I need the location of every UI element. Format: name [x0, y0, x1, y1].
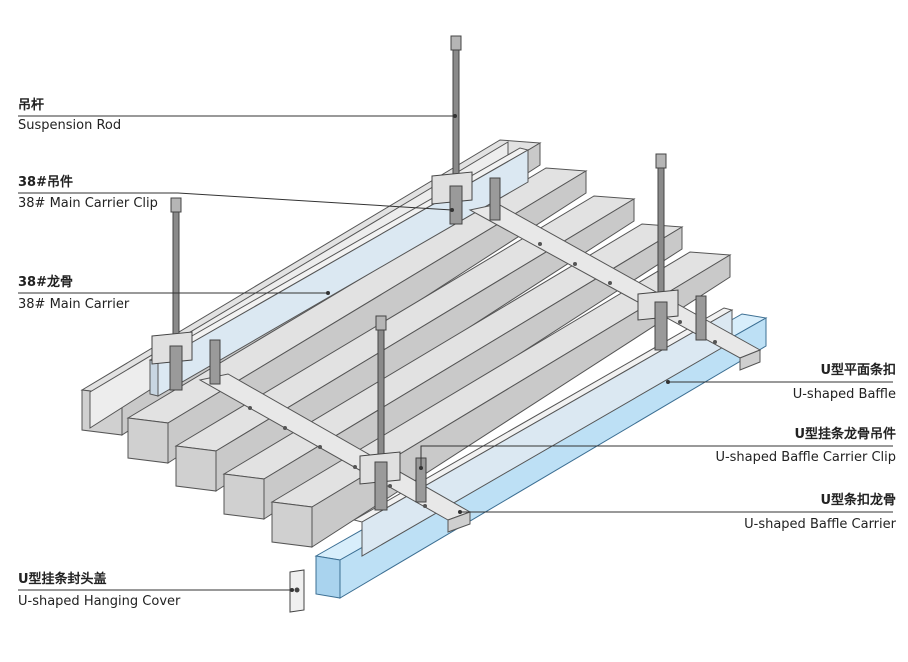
- main-carrier-clip-4: [359, 451, 401, 511]
- baffle-carrier-clip-1: [489, 177, 501, 221]
- carrier-holes: [248, 242, 717, 508]
- baffle-carrier-clips: [209, 177, 707, 503]
- main-carrier-clip-2: [151, 331, 193, 391]
- suspension-rod-label-cn: 吊杆: [18, 98, 45, 113]
- u-baffle-clip-label-en: U-shaped Baffle Carrier Clip: [715, 450, 896, 465]
- u-cover-label-en: U-shaped Hanging Cover: [18, 594, 181, 609]
- suspension-rod-2: [170, 197, 182, 347]
- suspension-rod-1: [450, 35, 462, 185]
- main-carrier-clip-1: [431, 171, 473, 225]
- main-carrier-clip-label-cn: 38#吊件: [18, 175, 73, 190]
- leader-dots: [290, 114, 670, 592]
- main-carrier-label-cn: 38#龙骨: [18, 275, 73, 290]
- u-baffle-clip-label-cn: U型挂条龙骨吊件: [794, 427, 896, 442]
- baffle-carrier-clip-3: [695, 295, 707, 341]
- baffle-carriers: [198, 203, 762, 533]
- main-carrier-label-en: 38# Main Carrier: [18, 297, 130, 312]
- main-carrier-clip-label-en: 38# Main Carrier Clip: [18, 196, 158, 211]
- u-baffle-label-en: U-shaped Baffle: [792, 387, 896, 402]
- u-hanging-cover: [289, 569, 305, 613]
- baffle-carrier-clip-2: [209, 339, 221, 385]
- suspension-rod-4: [375, 315, 387, 463]
- u-baffle-carrier-label-en: U-shaped Baffle Carrier: [744, 517, 896, 532]
- main-carrier-clip-3: [637, 289, 679, 351]
- main-carriers: [148, 147, 734, 557]
- suspension-rod-label-en: Suspension Rod: [18, 118, 122, 133]
- u-cover-label-cn: U型挂条封头盖: [18, 572, 107, 587]
- u-baffle-carrier-label-cn: U型条扣龙骨: [820, 493, 896, 508]
- leader-lines: [18, 115, 893, 591]
- u-baffle-label-cn: U型平面条扣: [820, 363, 896, 378]
- main-carrier-clips: [151, 171, 679, 511]
- suspension-rod-3: [655, 153, 667, 303]
